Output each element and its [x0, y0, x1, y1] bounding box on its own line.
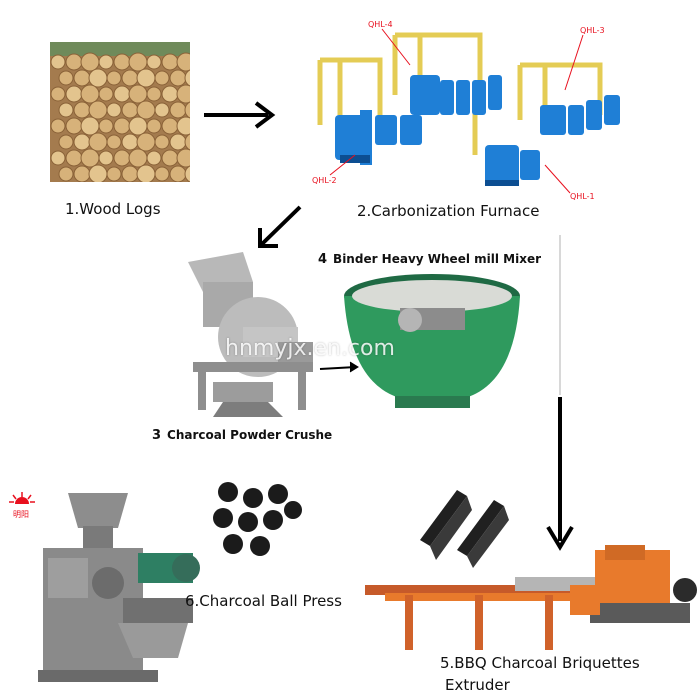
- step-3-label: 3 Charcoal Powder Crushe: [152, 428, 332, 443]
- charcoal-crusher-image: [183, 252, 323, 422]
- tag-qhl-2: QHL-2: [312, 176, 337, 185]
- arrow-right: [200, 100, 280, 130]
- step-3-text: Charcoal Powder Crushe: [167, 428, 333, 442]
- step-3-number: 3: [152, 428, 162, 443]
- arrow-right-small: [318, 358, 362, 378]
- arrow-down-left: [252, 202, 306, 252]
- step-1-label: 1.Wood Logs: [65, 200, 161, 218]
- company-logo: 明阳: [7, 490, 37, 520]
- tag-qhl-3: QHL-3: [580, 26, 605, 35]
- extruder-machine-image: [365, 545, 700, 655]
- wheel-mill-mixer-image: [340, 268, 525, 410]
- wood-logs-image: [50, 42, 190, 182]
- charcoal-balls-image: [208, 480, 303, 560]
- carbonization-furnace-image: QHL-4 QHL-3 QHL-2 QHL-1: [300, 15, 695, 205]
- briquette-sticks-image: [412, 480, 522, 570]
- logo-text: 明阳: [13, 510, 29, 519]
- step-4-label: 4 Binder Heavy Wheel mill Mixer: [318, 252, 541, 267]
- tag-qhl-1: QHL-1: [570, 192, 595, 201]
- tag-qhl-4: QHL-4: [368, 20, 393, 29]
- step-4-number: 4: [318, 252, 328, 267]
- arrow-down: [545, 235, 575, 557]
- watermark-text: hnmyjx.en.com: [225, 336, 395, 361]
- step-5-label-line1: 5.BBQ Charcoal Briquettes: [440, 654, 640, 672]
- step-4-text: Binder Heavy Wheel mill Mixer: [333, 252, 541, 266]
- step-5-label-line2: Extruder: [445, 676, 510, 694]
- step-6-label: 6.Charcoal Ball Press: [185, 592, 342, 610]
- step-2-label: 2.Carbonization Furnace: [357, 202, 540, 220]
- ball-press-machine-image: [38, 488, 208, 688]
